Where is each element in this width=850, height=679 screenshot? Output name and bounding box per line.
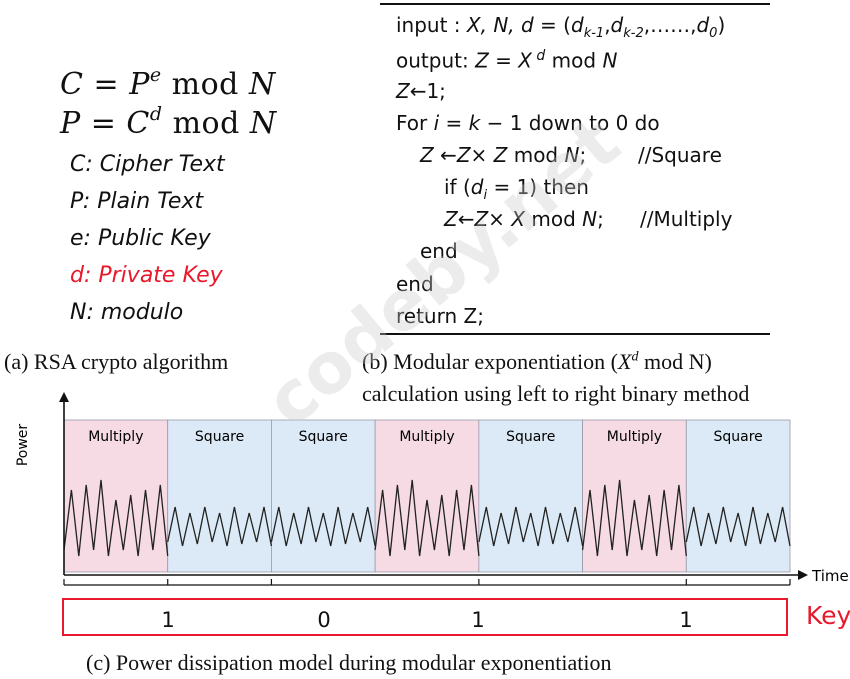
power-waveform	[478, 506, 584, 547]
segment-label: Multiply	[88, 429, 143, 445]
power-trace-plot: Multiply Square Square Multiply Square Multip…	[15, 392, 849, 586]
axis-layer	[59, 392, 808, 580]
code-line-end-inner: end	[420, 239, 458, 263]
code-line-multiply: Z←Z× X mod N;	[444, 207, 604, 231]
segment-multiply	[374, 419, 480, 573]
segment-square	[478, 419, 583, 573]
key-bit-2: 0	[317, 608, 331, 632]
caption-b-line1: (b) Modular exponentiation (Xd mod N)	[362, 349, 712, 374]
segment-label: Square	[299, 429, 348, 445]
power-waveform	[374, 479, 480, 557]
segment-multiply	[582, 419, 687, 573]
power-waveform	[685, 506, 791, 547]
segment-square	[271, 419, 376, 573]
caption-c: (c) Power dissipation model during modul…	[86, 650, 612, 675]
code-top-rule	[380, 3, 770, 5]
segment-label: Multiply	[607, 429, 662, 445]
code-line-for: For i = k − 1 down to 0 do	[396, 111, 660, 135]
legend-cipher-text: C: Cipher Text	[70, 152, 225, 177]
code-line-return: return Z;	[396, 304, 484, 328]
key-label: Key	[806, 601, 850, 630]
power-waveform	[63, 479, 169, 557]
key-bit-1: 1	[161, 608, 175, 632]
code-line-output: output: Z = X d mod N	[396, 48, 618, 73]
segment-label: Square	[195, 429, 244, 445]
code-line-init: Z←1;	[396, 79, 446, 103]
decryption-formula: P = Cd mod N	[60, 103, 277, 141]
power-waveform	[581, 479, 687, 557]
code-line-input: input : X, N, d = (dk-1,dk-2,……,d0)	[396, 13, 726, 41]
segment-square	[685, 419, 791, 573]
power-waveform	[270, 506, 376, 547]
y-axis-arrow-icon	[59, 392, 69, 402]
legend-modulo: N: modulo	[70, 300, 184, 325]
code-bottom-rule	[380, 333, 770, 335]
legend-private-key: d: Private Key	[70, 263, 223, 288]
code-line-end-outer: end	[396, 272, 434, 296]
code-comment-square: //Square	[638, 143, 722, 167]
segment-multiply	[63, 419, 169, 573]
y-axis-label: Power	[15, 424, 31, 467]
code-line-square: Z ←Z× Z mod N;	[420, 143, 587, 167]
brace-layer	[63, 579, 791, 586]
x-axis-label: Time	[811, 567, 849, 585]
encryption-formula: C = Pe mod N	[60, 64, 276, 102]
segment-label: Square	[713, 429, 762, 445]
code-comment-multiply: //Multiply	[640, 207, 733, 231]
segment-label: Square	[506, 429, 555, 445]
x-axis-arrow-icon	[798, 570, 808, 580]
key-bit-3: 1	[471, 608, 485, 632]
waveform-layer	[63, 479, 791, 557]
segment-square	[167, 419, 272, 573]
key-bit-4: 1	[679, 608, 693, 632]
key-bits-box	[62, 598, 788, 636]
segment-layer: Multiply Square Square Multiply Square Multip…	[63, 419, 791, 573]
power-waveform	[167, 506, 273, 547]
code-line-if: if (di = 1) then	[444, 175, 589, 203]
segment-label: Multiply	[399, 429, 454, 445]
caption-a: (a) RSA crypto algorithm	[4, 349, 229, 374]
legend-public-key: e: Public Key	[70, 226, 211, 251]
caption-b-line2: calculation using left to right binary m…	[362, 381, 750, 406]
legend-plain-text: P: Plain Text	[70, 189, 204, 214]
